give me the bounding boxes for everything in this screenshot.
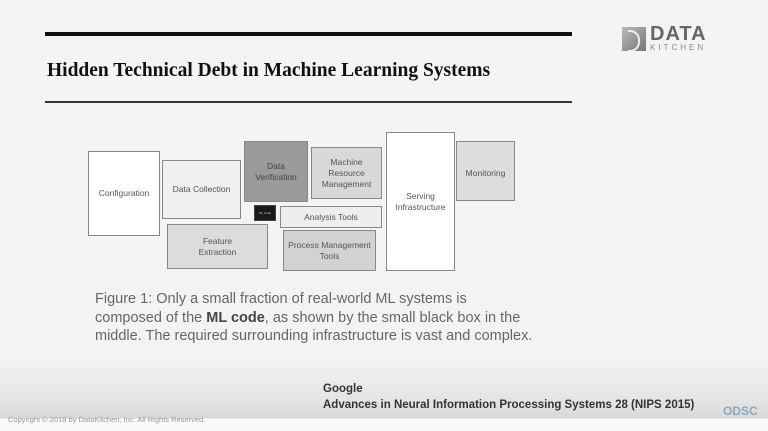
box-monitoring: Monitoring: [456, 141, 515, 201]
caption-text: Figure 1: Only a small fraction of real-…: [95, 291, 467, 326]
caption-text-end: , as shown by the small black box in the…: [95, 309, 533, 345]
title-rule: [45, 101, 572, 103]
box-data-collection: Data Collection: [162, 160, 241, 219]
box-process-management-tools: Process Management Tools: [283, 230, 376, 271]
box-data-verification: Data Verification: [244, 141, 308, 202]
box-ml-code: ML Code: [254, 205, 276, 221]
slide-title: Hidden Technical Debt in Machine Learnin…: [47, 60, 491, 81]
caption-bold: ML code: [206, 309, 265, 326]
top-rule: [45, 32, 572, 36]
box-feature-extraction: Feature Extraction: [167, 224, 268, 269]
odsc-badge: ODSC: [723, 404, 758, 418]
figure-caption: Figure 1: Only a small fraction of real-…: [95, 290, 535, 346]
source-org: Google: [323, 383, 363, 395]
logo-line1: DATA: [650, 23, 707, 45]
box-analysis-tools: Analysis Tools: [280, 206, 382, 228]
logo-line2: KITCHEN: [650, 43, 707, 52]
box-machine-resource-management: Machine Resource Management: [311, 147, 382, 199]
box-serving-infrastructure: Serving Infrastructure: [386, 132, 455, 271]
logo-mark-icon: [622, 26, 646, 52]
copyright: Copyright © 2018 by DataKitchen, Inc. Al…: [8, 415, 206, 424]
box-configuration: Configuration: [88, 151, 160, 236]
source-venue: Advances in Neural Information Processin…: [323, 399, 695, 411]
